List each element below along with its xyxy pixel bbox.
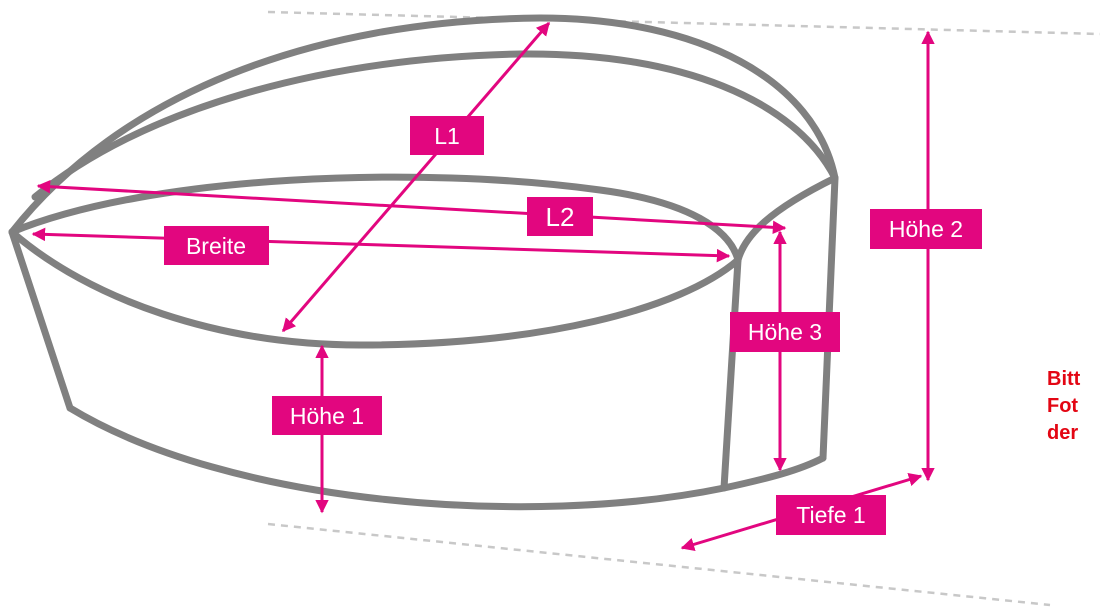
breite-label-box xyxy=(164,226,269,265)
photo-hint-line-2: Fot xyxy=(1047,395,1079,417)
left-side-edge xyxy=(8,228,74,412)
breite-arrow xyxy=(31,227,731,263)
tiefe1-label: Tiefe 1 xyxy=(776,495,886,535)
hoehe2-label-text: Höhe 2 xyxy=(889,216,963,242)
l1-label-text: L1 xyxy=(434,123,460,149)
l1-label: L1 xyxy=(410,116,484,155)
hoehe2-label: Höhe 2 xyxy=(870,209,982,249)
right-back-edge xyxy=(734,174,839,264)
photo-hint-line-3: der xyxy=(1047,422,1079,444)
hoehe1-label: Höhe 1 xyxy=(272,396,382,435)
measurement-labels: L1 L2 Breite Höhe 1 Höhe 2 Höhe 3 Tiefe … xyxy=(164,116,982,535)
tiefe1-label-text: Tiefe 1 xyxy=(796,502,865,528)
l1-arrow xyxy=(281,21,551,333)
tiefe1-label-box xyxy=(776,495,886,535)
hoehe2-label-box xyxy=(870,209,982,249)
l1-label-box xyxy=(410,116,484,155)
hoehe3-label: Höhe 3 xyxy=(730,312,840,352)
object-outline xyxy=(8,14,839,511)
hoehe3-label-box xyxy=(730,312,840,352)
back-rim-top xyxy=(8,14,839,236)
photo-hint-line-1: Bitt xyxy=(1047,368,1081,390)
l2-arrow xyxy=(36,179,787,235)
breite-label: Breite xyxy=(164,226,269,265)
hoehe1-label-box xyxy=(272,396,382,435)
breite-label-text: Breite xyxy=(186,233,246,259)
l2-label-box xyxy=(527,197,593,236)
bottom-edge xyxy=(66,404,827,511)
guide-line-bottom xyxy=(267,522,1051,607)
guide-line-top xyxy=(267,10,1100,36)
front-rim-bottom xyxy=(8,228,742,349)
hoehe3-label-text: Höhe 3 xyxy=(748,319,822,345)
guide-lines xyxy=(267,10,1100,607)
hoehe1-label-text: Höhe 1 xyxy=(290,403,364,429)
front-right-edge xyxy=(720,256,742,492)
l2-label-text: L2 xyxy=(546,202,575,232)
photo-hint-note: Bitt Fot der xyxy=(1047,366,1100,447)
l2-label: L2 xyxy=(527,197,593,236)
